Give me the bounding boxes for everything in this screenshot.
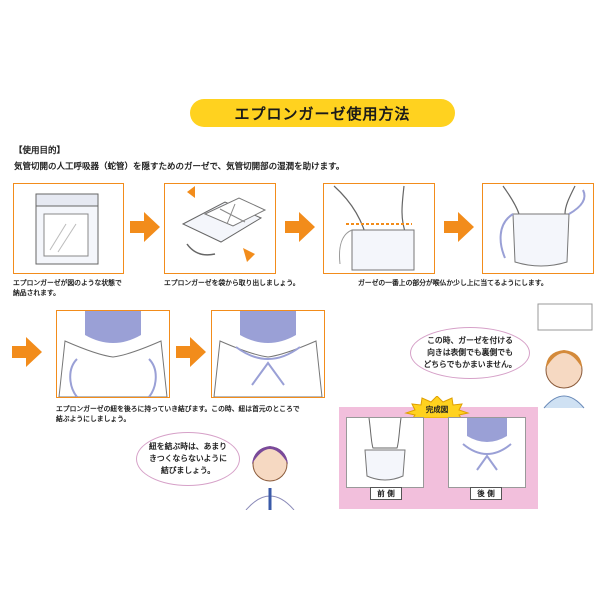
tied-ribbon-image xyxy=(213,311,323,398)
badge-burst-icon xyxy=(404,396,470,418)
arrow-right-icon xyxy=(176,337,206,367)
nurse-illustration xyxy=(537,303,593,409)
note-bubble-left: 紐を結ぶ時は、あまり きつくならないように 結びましょう。 xyxy=(136,432,240,486)
step5-illustration xyxy=(56,310,170,398)
step4-illustration xyxy=(482,183,594,274)
purpose-text: 気管切開の人工呼吸器（蛇管）を隠すためのガーゼで、気管切開部の湿潤を助けます。 xyxy=(14,162,345,172)
arrow-right-icon xyxy=(444,212,474,242)
step3-illustration xyxy=(323,183,435,274)
page-title: エプロンガーゼ使用方法 xyxy=(190,99,455,127)
arrow-right-icon xyxy=(285,212,315,242)
gauze-on-throat-image xyxy=(333,185,415,271)
note-bubble-right: この時、ガーゼを付ける 向きは表側でも裏側でも どちらでもかまいません。 xyxy=(410,327,530,379)
step2-caption: エプロンガーゼを袋から取り出しましょう。 xyxy=(164,279,300,287)
purpose-heading: 【使用目的】 xyxy=(14,146,66,156)
back-label: 後 側 xyxy=(470,487,502,500)
step1-illustration xyxy=(13,183,124,274)
step6-illustration xyxy=(211,310,325,398)
doctor-illustration xyxy=(245,446,295,510)
gauze-package-image xyxy=(35,193,99,265)
arrow-right-icon xyxy=(130,212,160,242)
step1-caption: エプロンガーゼが図のような状態で 納品されます。 xyxy=(13,279,122,298)
front-label: 前 側 xyxy=(370,487,402,500)
holding-ties-image xyxy=(499,185,586,267)
back-of-neck-image xyxy=(58,311,168,398)
step2-illustration xyxy=(164,183,276,274)
arrow-right-icon xyxy=(12,337,42,367)
completed-badge: 完成図 xyxy=(425,404,449,414)
step3-caption: ガーゼの一番上の部分が喉仏か少し上に当てるようにします。 xyxy=(358,279,548,287)
front-view-image xyxy=(346,417,424,488)
open-bag-image xyxy=(181,186,267,262)
back-view-image xyxy=(448,417,526,488)
step4-caption: エプロンガーゼの紐を後ろに持っていき結びます。この時、紐は首元のところで 結ぶよ… xyxy=(56,405,300,424)
